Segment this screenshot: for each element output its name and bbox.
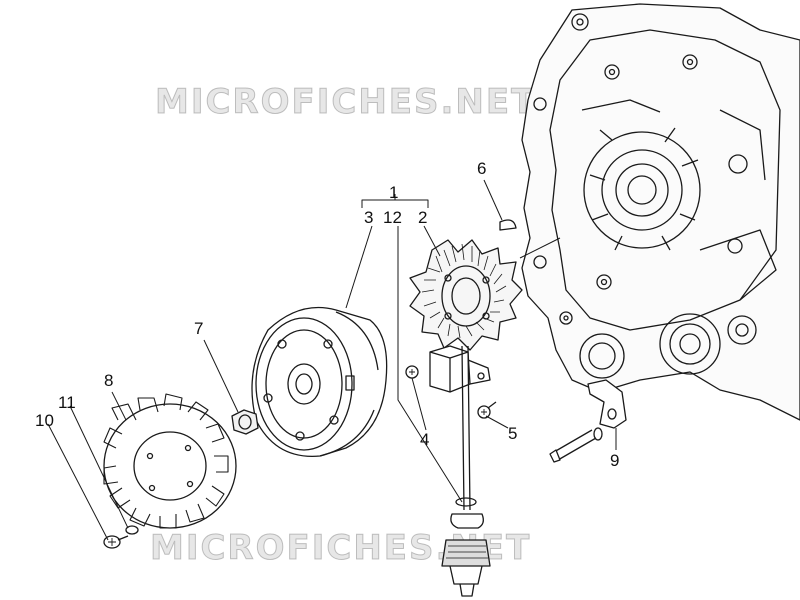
bracket-part [587,379,627,429]
callout-10: 10 [35,411,54,430]
crankcase-part [521,3,800,421]
screw-4-part [405,365,419,379]
callout-2: 2 [418,208,428,227]
woodruff-key-part [499,219,517,231]
callout-4: 4 [420,430,430,449]
callout-9: 9 [610,451,620,470]
callout-3: 3 [364,208,374,227]
callout-7: 7 [194,319,204,338]
callout-11: 11 [58,393,76,412]
flywheel-rotor-part [251,306,388,458]
bolt-part [549,427,603,463]
watermark-top: MICROFICHES.NET [154,82,537,123]
washer-part [125,525,139,535]
callout-8: 8 [104,371,114,390]
stator-part [409,239,523,393]
callout-12: 12 [383,208,402,227]
leader-lines [47,179,617,541]
callout-1: 1 [389,183,399,202]
callout-6: 6 [477,159,487,178]
wire-harness-part [441,345,491,597]
cooling-fan-part [103,393,237,529]
fan-screw-part [103,535,129,549]
callout-5: 5 [508,424,518,443]
screw-5-part [477,401,497,419]
nut-part [231,409,259,435]
